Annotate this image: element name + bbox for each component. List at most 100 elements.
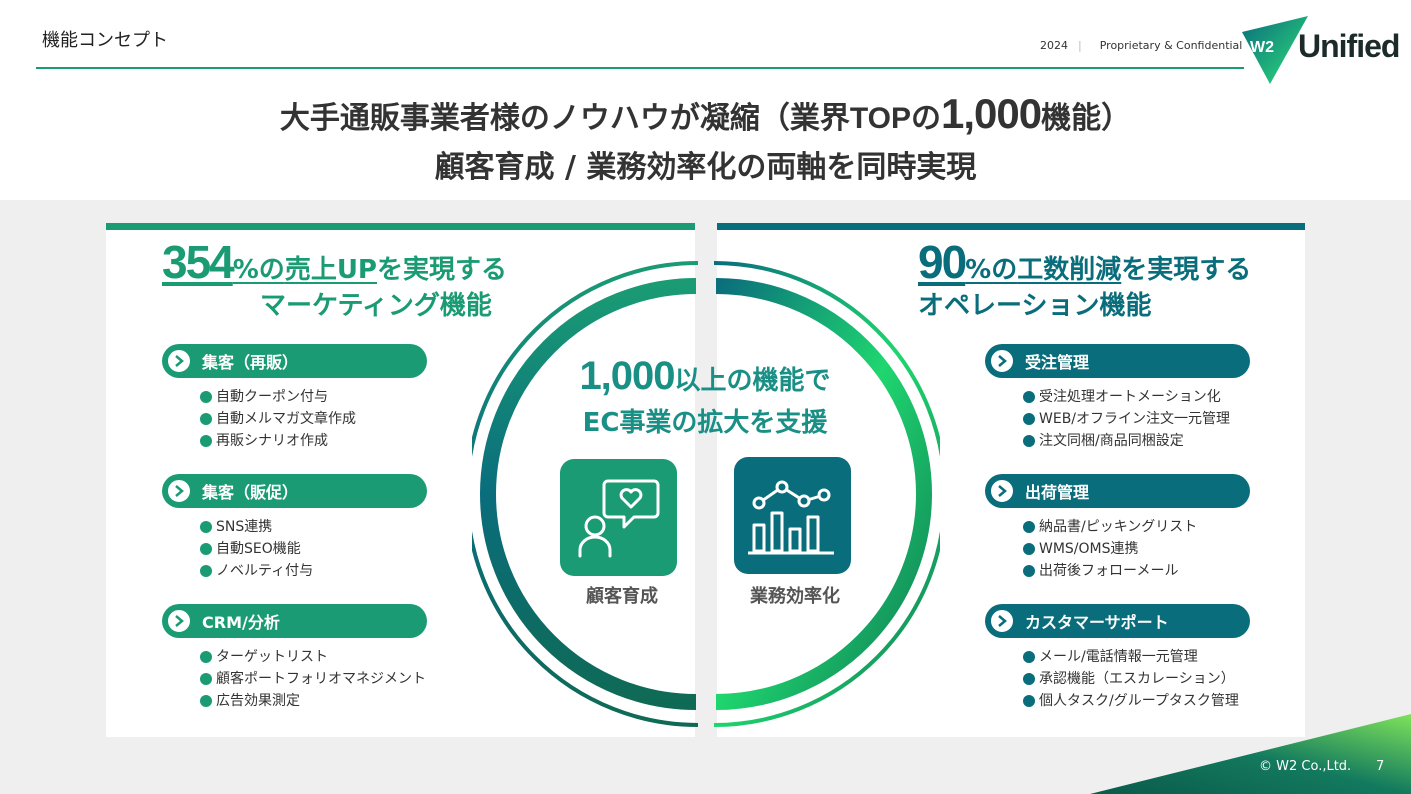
feature-group-order-management: 受注管理 受注処理オートメーション化 WEB/オフライン注文一元管理 注文同梱/… bbox=[985, 344, 1250, 452]
chat-heart-person-icon bbox=[578, 479, 660, 558]
list-item-label: 自動メルマガ文章作成 bbox=[216, 411, 356, 427]
feature-group-header: CRM/分析 bbox=[162, 604, 427, 638]
bullet-icon bbox=[1023, 435, 1035, 447]
operations-claim: 90%の工数削減を実現する オペレーション機能 bbox=[918, 239, 1252, 324]
headline-top: TOP bbox=[849, 102, 912, 135]
marketing-claim-pct: %の bbox=[232, 255, 285, 285]
bullet-icon bbox=[1023, 543, 1035, 555]
feature-group-title: 出荷管理 bbox=[1025, 483, 1090, 502]
marketing-claim-number: 354 bbox=[162, 236, 235, 288]
feature-group-title: カスタマーサポート bbox=[1025, 613, 1169, 632]
bullet-icon bbox=[1023, 521, 1035, 533]
list-item: 納品書/ピッキングリスト bbox=[1023, 516, 1250, 538]
feature-group-header: カスタマーサポート bbox=[985, 604, 1250, 638]
page-number: 7 bbox=[1376, 759, 1385, 774]
list-item-label: 注文同梱/商品同梱設定 bbox=[1039, 433, 1184, 449]
meta-separator: | bbox=[1078, 39, 1082, 52]
center-headline-rest: 以上の機能で bbox=[674, 366, 831, 396]
chevron-right-icon bbox=[989, 348, 1015, 374]
list-item: 受注処理オートメーション化 bbox=[1023, 386, 1250, 408]
bullet-icon bbox=[200, 543, 212, 555]
bullet-icon bbox=[200, 565, 212, 577]
center-number: 1,000 bbox=[579, 354, 675, 398]
feature-group-header: 出荷管理 bbox=[985, 474, 1250, 508]
operations-tile bbox=[734, 457, 851, 574]
list-item: 出荷後フォローメール bbox=[1023, 560, 1250, 582]
marketing-claim-subtitle: マーケティング機能 bbox=[260, 291, 492, 321]
bullet-icon bbox=[1023, 565, 1035, 577]
feature-group-shipping-management: 出荷管理 納品書/ピッキングリスト WMS/OMS連携 出荷後フォローメール bbox=[985, 474, 1250, 582]
marketing-claim: 354%の売上UPを実現する マーケティング機能 bbox=[162, 239, 507, 324]
feature-group-acquisition-promotion: 集客（販促） SNS連携 自動SEO機能 ノベルティ付与 bbox=[162, 474, 427, 582]
footer-corner-shape bbox=[1090, 714, 1411, 794]
list-item: メール/電話情報一元管理 bbox=[1023, 646, 1250, 668]
chevron-right-icon bbox=[989, 608, 1015, 634]
list-item-label: 自動クーポン付与 bbox=[216, 389, 328, 405]
list-item-label: 自動SEO機能 bbox=[216, 541, 301, 557]
list-item-label: メール/電話情報一元管理 bbox=[1039, 649, 1198, 665]
feature-group-title: 受注管理 bbox=[1025, 353, 1090, 372]
headline-line-2: 顧客育成 / 業務効率化の両軸を同時実現 bbox=[434, 150, 977, 185]
list-item: 個人タスク/グループタスク管理 bbox=[1023, 690, 1250, 712]
headline-of: の bbox=[911, 101, 942, 136]
headline-post: 機能） bbox=[1041, 101, 1132, 136]
list-item-label: 顧客ポートフォリオマネジメント bbox=[216, 671, 426, 687]
feature-group-header: 集客（販促） bbox=[162, 474, 427, 508]
bullet-icon bbox=[200, 413, 212, 425]
list-item: 承認機能（エスカレーション） bbox=[1023, 668, 1250, 690]
operations-claim-highlight: 工数削減 bbox=[1017, 255, 1122, 285]
operations-claim-subtitle: オペレーション機能 bbox=[918, 291, 1152, 321]
list-item: WEB/オフライン注文一元管理 bbox=[1023, 408, 1250, 430]
list-item: 顧客ポートフォリオマネジメント bbox=[200, 668, 427, 690]
list-item: 自動クーポン付与 bbox=[200, 386, 427, 408]
list-item-label: WEB/オフライン注文一元管理 bbox=[1039, 411, 1231, 427]
bullet-icon bbox=[200, 391, 212, 403]
bullet-icon bbox=[1023, 673, 1035, 685]
headline-number: 1,000 bbox=[941, 90, 1042, 137]
w2-logo-icon: W2 bbox=[1242, 16, 1308, 84]
bullet-icon bbox=[1023, 695, 1035, 707]
copyright-text: © W2 Co.,Ltd. bbox=[1259, 759, 1352, 774]
feature-list: 受注処理オートメーション化 WEB/オフライン注文一元管理 注文同梱/商品同梱設… bbox=[985, 386, 1250, 452]
list-item-label: 受注処理オートメーション化 bbox=[1039, 389, 1221, 405]
bullet-icon bbox=[200, 695, 212, 707]
feature-group-title: CRM/分析 bbox=[202, 613, 280, 632]
list-item: SNS連携 bbox=[200, 516, 427, 538]
confidential-label: Proprietary & Confidential bbox=[1099, 39, 1243, 52]
list-item-label: ノベルティ付与 bbox=[216, 563, 314, 579]
bullet-icon bbox=[200, 521, 212, 533]
center-ring-graphic bbox=[472, 261, 940, 727]
chevron-right-icon bbox=[166, 348, 192, 374]
feature-list: 納品書/ピッキングリスト WMS/OMS連携 出荷後フォローメール bbox=[985, 516, 1250, 582]
list-item-label: 広告効果測定 bbox=[216, 693, 300, 709]
bullet-icon bbox=[1023, 413, 1035, 425]
bullet-icon bbox=[200, 651, 212, 663]
feature-group-header: 受注管理 bbox=[985, 344, 1250, 378]
feature-group-crm-analytics: CRM/分析 ターゲットリスト 顧客ポートフォリオマネジメント 広告効果測定 bbox=[162, 604, 427, 712]
list-item: 自動SEO機能 bbox=[200, 538, 427, 560]
operations-claim-number: 90 bbox=[918, 236, 967, 288]
list-item-label: SNS連携 bbox=[216, 519, 273, 535]
list-item: ターゲットリスト bbox=[200, 646, 427, 668]
logo-badge-text: W2 bbox=[1250, 39, 1274, 56]
feature-group-acquisition-resale: 集客（再販） 自動クーポン付与 自動メルマガ文章作成 再販シナリオ作成 bbox=[162, 344, 427, 452]
page-section-title: 機能コンセプト bbox=[42, 30, 168, 51]
bullet-icon bbox=[1023, 651, 1035, 663]
marketing-claim-rest: を実現する bbox=[376, 255, 507, 285]
center-headline-1: 1,000以上の機能で bbox=[500, 354, 910, 399]
list-item-label: 承認機能（エスカレーション） bbox=[1039, 671, 1235, 687]
feature-group-title: 集客（再販） bbox=[202, 353, 299, 372]
feature-list: SNS連携 自動SEO機能 ノベルティ付与 bbox=[162, 516, 427, 582]
bar-chart-icon bbox=[748, 480, 834, 555]
list-item-label: 個人タスク/グループタスク管理 bbox=[1039, 693, 1239, 709]
headline-line-1: 大手通販事業者様のノウハウが凝縮（業界TOPの1,000機能） bbox=[0, 90, 1411, 138]
list-item-label: WMS/OMS連携 bbox=[1039, 541, 1139, 557]
list-item: WMS/OMS連携 bbox=[1023, 538, 1250, 560]
feature-list: ターゲットリスト 顧客ポートフォリオマネジメント 広告効果測定 bbox=[162, 646, 427, 712]
operations-claim-rest: を実現する bbox=[1121, 255, 1252, 285]
list-item-label: 納品書/ピッキングリスト bbox=[1039, 519, 1198, 535]
list-item: 注文同梱/商品同梱設定 bbox=[1023, 430, 1250, 452]
customer-growth-label: 顧客育成 bbox=[586, 586, 658, 607]
chevron-right-icon bbox=[166, 608, 192, 634]
customer-growth-tile bbox=[560, 459, 677, 576]
